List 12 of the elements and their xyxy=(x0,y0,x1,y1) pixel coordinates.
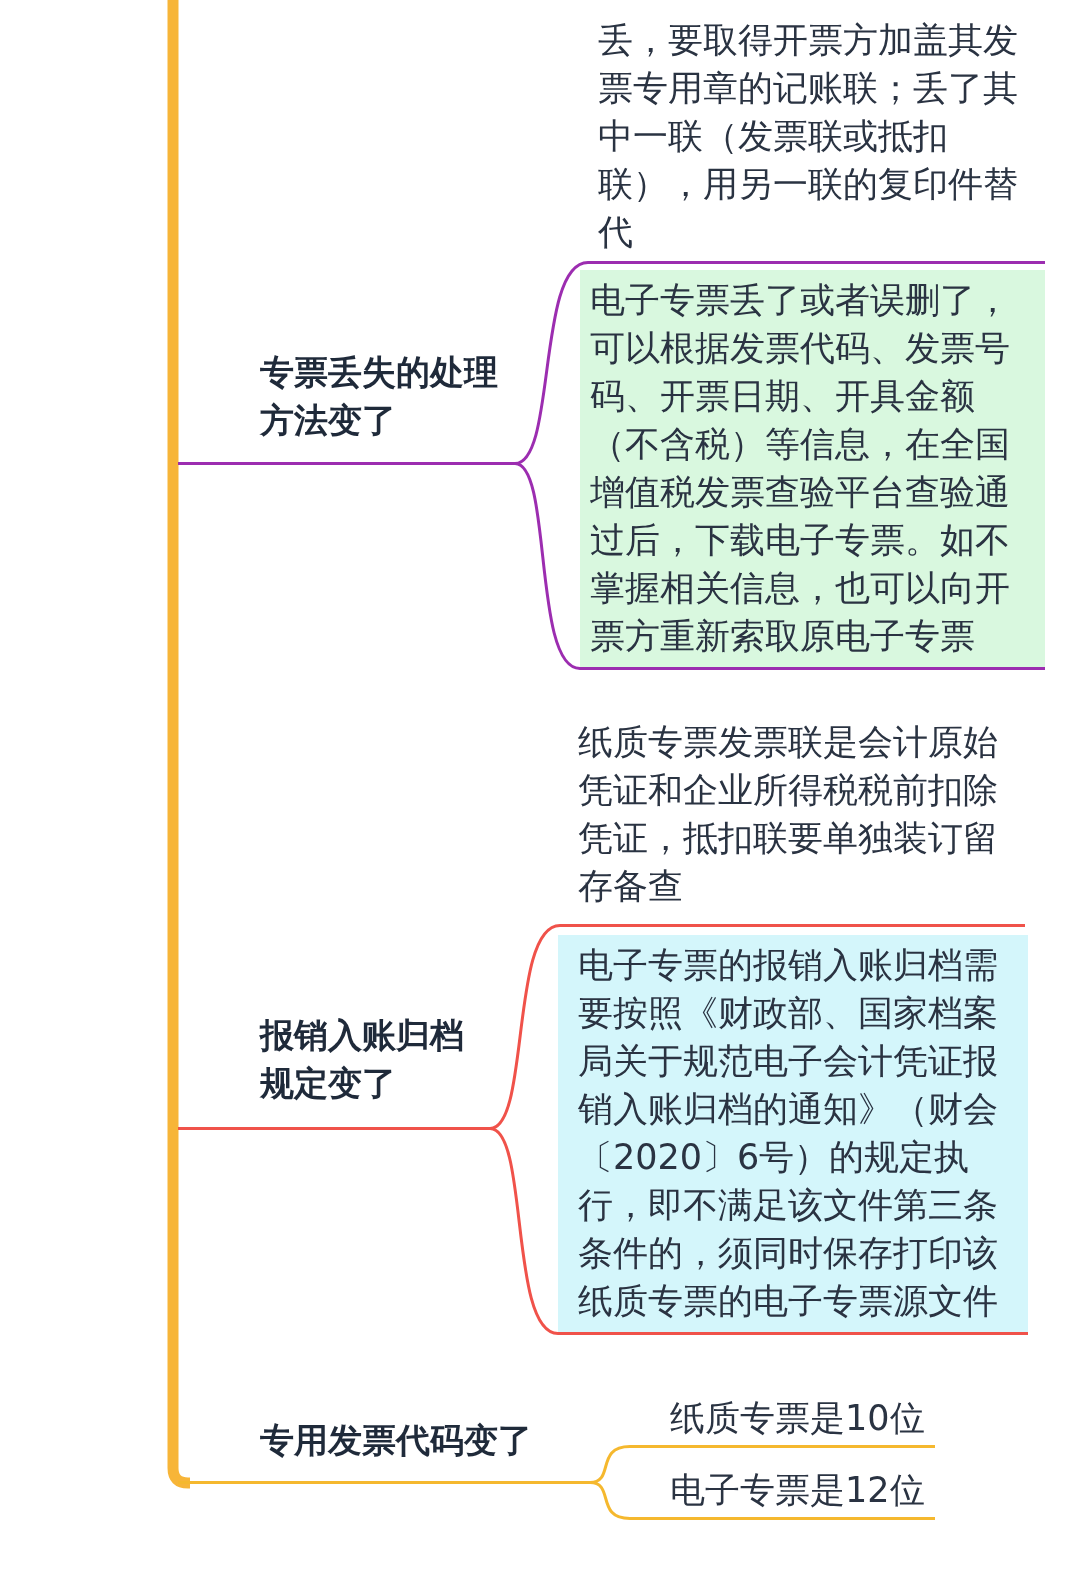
branch-topic: 报销入账归档规定变了 xyxy=(178,990,490,1130)
highlight-note: 电子专票丢了或者误删了，可以根据发票代码、发票号码、开票日期、开具金额（不含税）等信息，在全国增值税发票查验平台查验通过后，下载电子专票。如不掌握相关信息，也可以向开票方重新索取原电子专票 xyxy=(580,270,1045,670)
branch-topic: 专用发票代码变了 xyxy=(178,1398,590,1484)
note-text: 纸质专票发票联是会计原始凭证和企业所得税税前扣除凭证，抵扣联要单独装订留存备查 xyxy=(560,712,1025,927)
note-text: 电子专票是12位 xyxy=(630,1460,935,1520)
branch-connector xyxy=(514,462,581,670)
note-text: 丢，要取得开票方加盖其发票专用章的记账联；丢了其中一联（发票联或抵扣联），用另一联的复印件替代 xyxy=(588,10,1045,264)
branch-connector xyxy=(489,1127,559,1335)
branch-connector xyxy=(589,1481,631,1520)
note-text: 纸质专票是10位 xyxy=(630,1388,935,1448)
branch-topic: 专票丢失的处理方法变了 xyxy=(178,330,515,465)
highlight-note: 电子专票的报销入账归档需要按照《财政部、国家档案局关于规范电子会计凭证报销入账归档的通知》（财会〔2020〕6号）的规定执行，即不满足该文件第三条条件的，须同时保存打印该纸质专票的电子专票源文件 xyxy=(558,935,1028,1335)
